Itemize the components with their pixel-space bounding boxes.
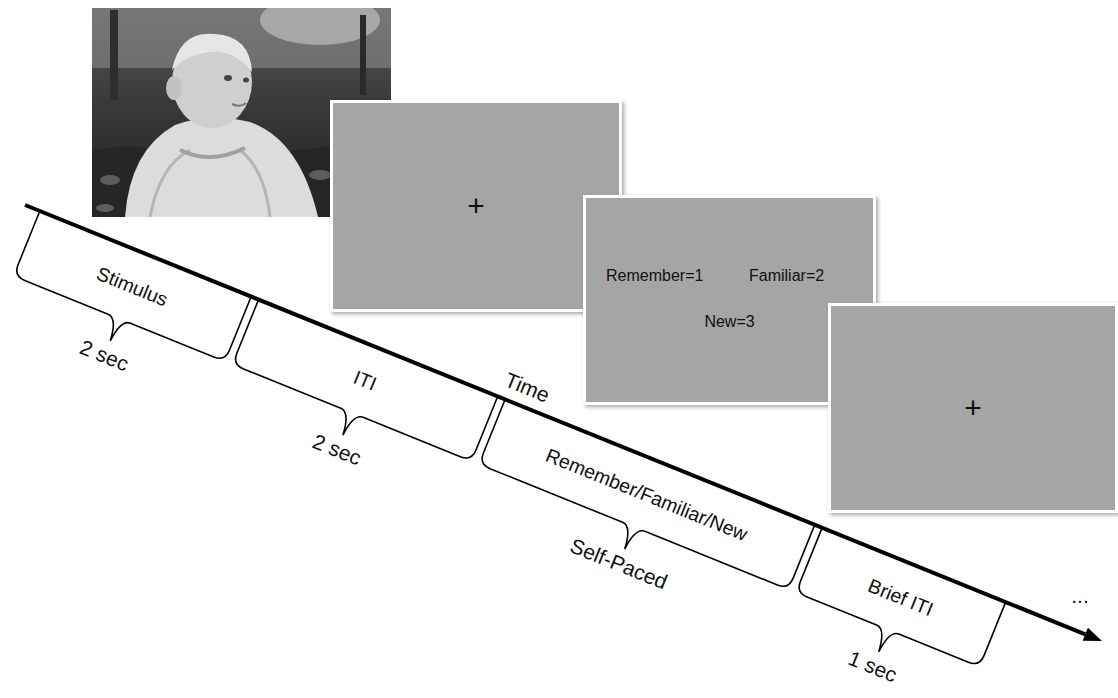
phase-name: Brief ITI	[794, 527, 1008, 668]
time-bracket: Brief ITI1 sec	[771, 527, 1008, 698]
time-bracket: ITI2 sec	[207, 299, 499, 520]
continuation-mark: ...	[1060, 584, 1100, 608]
phase-name: Stimulus	[12, 210, 253, 362]
axis-label: Time	[486, 362, 569, 414]
response-option: New=3	[704, 312, 754, 331]
text-slot: Remember=1	[606, 266, 741, 285]
response-option: Familiar=2	[749, 266, 824, 285]
fixation-cross: +	[467, 188, 485, 224]
bracket-outline	[0, 210, 253, 419]
text-slot: +	[831, 306, 1115, 510]
fixation-cross: +	[964, 390, 982, 426]
time-bracket: Stimulus2 sec	[0, 210, 253, 419]
phase-duration: 1 sec	[775, 618, 971, 698]
display-screen: +	[330, 100, 622, 312]
phase-name: ITI	[230, 299, 499, 462]
bracket-outline	[207, 299, 499, 520]
phase-duration: 2 sec	[0, 301, 216, 410]
label-slot: Time	[486, 362, 569, 414]
label-slot: ...	[1060, 584, 1100, 608]
text-slot: +	[333, 103, 619, 309]
text-slot: Familiar=2	[749, 266, 869, 285]
phase-duration: 2 sec	[211, 390, 463, 511]
response-option: Remember=1	[606, 266, 703, 285]
display-screen: +	[828, 303, 1118, 513]
time-bracket: Remember/Familiar/NewSelf-Paced	[454, 399, 817, 648]
